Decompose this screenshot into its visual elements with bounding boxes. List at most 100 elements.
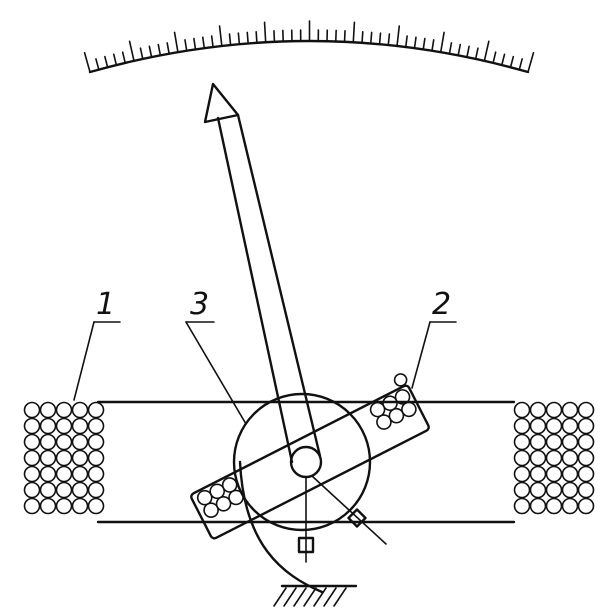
winding-turn	[39, 449, 57, 467]
scale-tick	[361, 31, 364, 44]
scale-tick	[396, 25, 401, 47]
scale-tick	[387, 33, 391, 46]
winding-turn	[39, 465, 57, 483]
winding-turn	[55, 433, 73, 451]
ground-support	[273, 477, 367, 607]
scale-arc	[88, 39, 530, 74]
winding-turn	[23, 417, 41, 435]
scale-tick	[148, 45, 153, 58]
hatch-line	[273, 587, 287, 607]
scale-tick	[431, 39, 435, 52]
winding-turn	[561, 417, 579, 435]
ground-hatching	[273, 587, 347, 607]
winding-turn	[55, 497, 73, 515]
scale-tick	[457, 43, 462, 57]
winding-turn	[513, 433, 531, 451]
scale-tick	[95, 58, 100, 71]
label-spring: 3	[190, 287, 209, 322]
winding-turn	[577, 401, 595, 419]
label-leaders	[73, 321, 457, 425]
winding-turn	[71, 465, 89, 483]
winding-turn	[39, 497, 57, 515]
scale	[83, 20, 535, 74]
winding-turn	[215, 496, 232, 512]
hatch-line	[313, 587, 327, 607]
scale-tick	[193, 37, 197, 51]
scale-tick	[509, 55, 515, 69]
winding-turn	[87, 465, 105, 483]
spring-disc	[232, 392, 387, 594]
winding-turn	[71, 449, 89, 467]
winding-turn	[388, 407, 405, 424]
winding-turn	[23, 497, 41, 515]
fixed-coil-left-winding	[23, 401, 105, 515]
fixed-coil	[23, 400, 595, 524]
winding-turn	[513, 465, 531, 483]
moving-coil	[190, 373, 430, 540]
winding-turn	[545, 417, 563, 435]
winding-turn	[39, 481, 57, 499]
scale-tick	[201, 36, 206, 49]
winding-turn	[23, 401, 41, 419]
label-fixed-coil: 1	[96, 287, 115, 322]
winding-turn	[55, 449, 73, 467]
winding-turn	[529, 401, 547, 419]
winding-turn	[577, 417, 595, 435]
winding-turn	[376, 414, 392, 430]
winding-turn	[23, 465, 41, 483]
scale-tick	[404, 35, 408, 48]
winding-turn	[545, 481, 563, 499]
winding-turn	[561, 497, 579, 515]
scale-tick	[352, 21, 356, 44]
scale-tick	[369, 31, 373, 45]
winding-turn	[71, 497, 89, 515]
winding-turn	[87, 497, 105, 515]
hatch-line	[333, 587, 347, 607]
scale-tick	[255, 31, 258, 44]
scale-tick	[237, 32, 241, 45]
scale-tick	[210, 35, 214, 48]
scale-tick	[527, 51, 535, 73]
scale-ticks	[83, 20, 535, 73]
winding-turn	[513, 401, 531, 419]
winding-turn	[87, 481, 105, 499]
winding-turn	[545, 401, 563, 419]
winding-turn	[401, 401, 417, 418]
scale-tick	[474, 47, 479, 60]
winding-turn	[39, 433, 57, 451]
winding-turn	[513, 497, 531, 515]
winding-turn	[71, 401, 89, 419]
winding-turn	[55, 401, 73, 419]
winding-turn	[87, 449, 105, 467]
winding-turn	[545, 497, 563, 515]
scale-tick	[166, 42, 170, 55]
scale-tick	[263, 21, 267, 44]
winding-turn	[55, 465, 73, 483]
scale-tick	[413, 36, 417, 49]
winding-turn	[39, 401, 57, 419]
winding-turn	[55, 481, 73, 499]
winding-turn	[23, 433, 41, 451]
scale-tick	[448, 42, 453, 55]
winding-turn	[529, 433, 547, 451]
moving-coil-windings	[196, 373, 417, 518]
winding-turn	[545, 433, 563, 451]
fixed-coil-right-winding	[513, 401, 595, 515]
label-moving-coil: 2	[432, 287, 451, 322]
winding-turn	[561, 481, 579, 499]
pointer	[203, 82, 322, 464]
winding-turn	[529, 449, 547, 467]
winding-turn	[529, 497, 547, 515]
winding-turn	[39, 417, 57, 435]
scale-tick	[128, 40, 135, 62]
winding-turn	[71, 433, 89, 451]
winding-turn	[203, 502, 219, 518]
winding-turn	[529, 481, 547, 499]
winding-turn	[55, 417, 73, 435]
scale-tick	[218, 25, 223, 47]
winding-turn	[577, 465, 595, 483]
scale-tick	[112, 53, 118, 66]
scale-tick	[439, 31, 445, 53]
winding-turn	[577, 449, 595, 467]
